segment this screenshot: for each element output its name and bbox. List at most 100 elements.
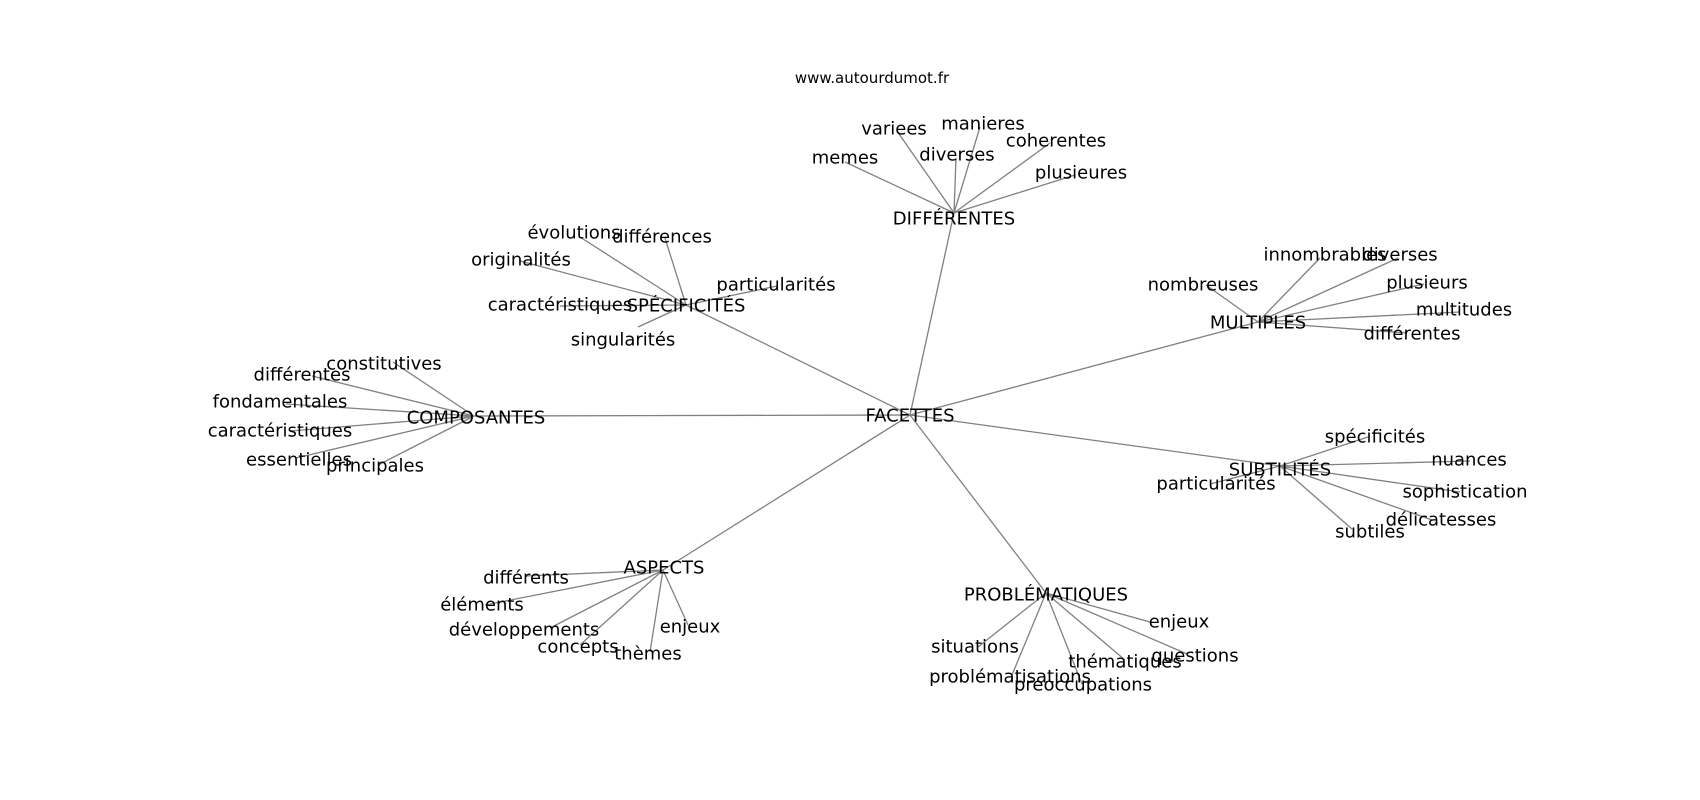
leaf-node-specificites-evolutions-0: évolutions <box>527 223 620 244</box>
edge-root-to-differentes <box>909 212 955 416</box>
edge-multiples-to-multitudes-4 <box>1257 311 1461 323</box>
branch-node-subtilites: SUBTILITÉS <box>1229 459 1331 481</box>
leaf-node-problematiques-enjeux-0: enjeux <box>1149 612 1210 633</box>
leaf-node-composantes-differentes-1: différentes <box>254 365 351 386</box>
edge-aspects-to-concepts-3 <box>579 569 664 646</box>
leaf-node-specificites-caracteristiques-4: caractéristiques <box>488 295 633 316</box>
leaf-node-problematiques-questions-3: questions <box>1151 646 1238 667</box>
leaf-node-subtilites-nuances-1: nuances <box>1431 450 1507 471</box>
leaf-node-specificites-differences-1: différences <box>612 227 712 248</box>
edge-composantes-to-caracteristiques-3 <box>289 415 475 432</box>
edge-multiples-to-nombreuses-2 <box>1205 284 1259 323</box>
leaf-node-specificites-originalites-2: originalités <box>471 250 571 271</box>
leaf-node-subtilites-subtiles-5: subtiles <box>1335 522 1405 543</box>
leaf-node-multiples-differentes-5: différentes <box>1364 324 1461 345</box>
edge-composantes-to-essentielles-4 <box>295 415 475 459</box>
edge-differentes-to-variees-1 <box>896 130 955 214</box>
edge-aspects-to-developpements-2 <box>549 569 664 629</box>
edge-problematiques-to-preoccupations-5 <box>1045 592 1083 685</box>
leaf-node-aspects-themes-4: thèmes <box>614 644 682 665</box>
leaf-node-specificites-singularites-5: singularités <box>571 330 676 351</box>
edge-problematiques-to-thematiques-2 <box>1045 592 1126 661</box>
edge-specificites-to-evolutions-0 <box>579 236 687 306</box>
leaf-node-differentes-memes-0: memes <box>812 148 879 169</box>
leaf-node-subtilites-sophistication-3: sophistication <box>1402 482 1527 503</box>
leaf-node-multiples-diverses-1: diverses <box>1362 245 1437 266</box>
edge-multiples-to-innombrables-0 <box>1257 257 1321 323</box>
edge-aspects-to-differents-0 <box>524 569 664 577</box>
edge-root-to-subtilites <box>909 414 1281 467</box>
edge-problematiques-to-situations-1 <box>977 592 1047 648</box>
edge-root-to-problematiques <box>909 414 1047 594</box>
branch-node-problematiques: PROBLÉMATIQUES <box>964 584 1128 606</box>
edge-composantes-to-principales-5 <box>377 415 475 466</box>
branch-node-differentes: DIFFÉRENTES <box>893 208 1015 230</box>
edge-differentes-to-coherentes-4 <box>953 142 1051 214</box>
branch-node-specificites: SPÉCIFICITÉS <box>627 295 746 317</box>
edge-subtilites-to-nuances-1 <box>1279 460 1471 467</box>
edge-subtilites-to-sophistication-3 <box>1279 465 1461 493</box>
leaf-node-problematiques-thematiques-2: thématiques <box>1068 652 1181 673</box>
leaf-node-differentes-manieres-2: manieres <box>941 114 1025 135</box>
leaf-node-aspects-differents-0: différents <box>483 568 569 589</box>
edge-multiples-to-plusieurs-3 <box>1257 283 1425 323</box>
edge-specificites-to-differences-1 <box>664 237 687 306</box>
leaf-node-aspects-developpements-2: développements <box>449 620 600 641</box>
site-url-label: www.autourdumot.fr <box>795 69 950 87</box>
edge-aspects-to-elements-1 <box>484 569 664 606</box>
edge-aspects-to-themes-4 <box>649 569 664 653</box>
branch-node-multiples: MULTIPLES <box>1210 313 1306 334</box>
edge-aspects-to-enjeux-5 <box>662 569 689 626</box>
leaf-node-differentes-variees-1: variees <box>861 119 927 140</box>
edge-root-to-composantes <box>473 414 911 417</box>
edge-root-to-specificites <box>685 304 911 416</box>
edge-differentes-to-plusieures-5 <box>953 174 1076 214</box>
leaf-node-composantes-essentielles-4: essentielles <box>246 450 352 471</box>
edge-specificites-to-particularites-3 <box>685 285 778 306</box>
leaf-node-aspects-concepts-3: concepts <box>537 637 618 658</box>
edge-composantes-to-fondamentales-2 <box>285 403 475 417</box>
edge-problematiques-to-questions-3 <box>1045 592 1188 655</box>
leaf-node-subtilites-delicatesses-4: délicatesses <box>1386 510 1497 531</box>
branch-node-composantes: COMPOSANTES <box>407 408 546 429</box>
leaf-node-multiples-nombreuses-2: nombreuses <box>1148 275 1259 296</box>
leaf-node-aspects-elements-1: éléments <box>440 595 524 616</box>
leaf-node-subtilites-specificites-0: spécificités <box>1325 427 1426 448</box>
edge-problematiques-to-problematisations-4 <box>1011 592 1047 676</box>
leaf-node-differentes-coherentes-4: coherentes <box>1006 131 1106 152</box>
leaf-node-composantes-principales-5: principales <box>326 456 424 477</box>
leaf-node-composantes-constitutives-0: constitutives <box>326 354 441 375</box>
leaf-node-subtilites-particularites-2: particularités <box>1156 474 1275 495</box>
edge-specificites-to-originalites-2 <box>519 260 687 306</box>
edge-differentes-to-diverses-3 <box>953 157 957 214</box>
leaf-node-problematiques-problematisations-4: problématisations <box>929 667 1091 688</box>
leaf-node-specificites-particularites-3: particularités <box>716 275 835 296</box>
leaf-node-differentes-diverses-3: diverses <box>919 145 994 166</box>
edge-problematiques-to-enjeux-0 <box>1045 592 1151 623</box>
leaf-node-aspects-enjeux-5: enjeux <box>660 617 721 638</box>
root-node-label: FACETTES <box>865 406 954 427</box>
edge-root-to-multiples <box>909 321 1259 416</box>
leaf-node-multiples-multitudes-4: multitudes <box>1416 300 1512 321</box>
edge-composantes-to-constitutives-0 <box>392 361 475 417</box>
leaf-node-composantes-caracteristiques-3: caractéristiques <box>208 421 353 442</box>
edge-composantes-to-differentes-1 <box>311 375 475 417</box>
branch-node-aspects: ASPECTS <box>624 558 705 579</box>
leaf-node-problematiques-situations-1: situations <box>931 637 1019 658</box>
edge-specificites-to-caracteristiques-4 <box>559 304 687 307</box>
leaf-node-multiples-innombrables-0: innombrables <box>1263 245 1386 266</box>
edge-differentes-to-memes-0 <box>844 161 955 214</box>
leaf-node-composantes-fondamentales-2: fondamentales <box>213 392 348 413</box>
edge-subtilites-to-delicatesses-4 <box>1279 465 1433 521</box>
edge-subtilites-to-subtiles-5 <box>1279 465 1353 530</box>
edge-subtilites-to-specificites-0 <box>1279 436 1369 467</box>
edge-specificites-to-singularites-5 <box>637 304 687 328</box>
edge-multiples-to-differentes-5 <box>1257 321 1408 334</box>
leaf-node-differentes-plusieures-5: plusieures <box>1035 163 1127 184</box>
edge-subtilites-to-particularites-2 <box>1209 465 1281 485</box>
edge-multiples-to-diverses-1 <box>1257 257 1399 323</box>
edges-layer <box>285 126 1471 685</box>
leaf-node-multiples-plusieurs-3: plusieurs <box>1386 273 1467 294</box>
edge-root-to-aspects <box>662 414 911 571</box>
